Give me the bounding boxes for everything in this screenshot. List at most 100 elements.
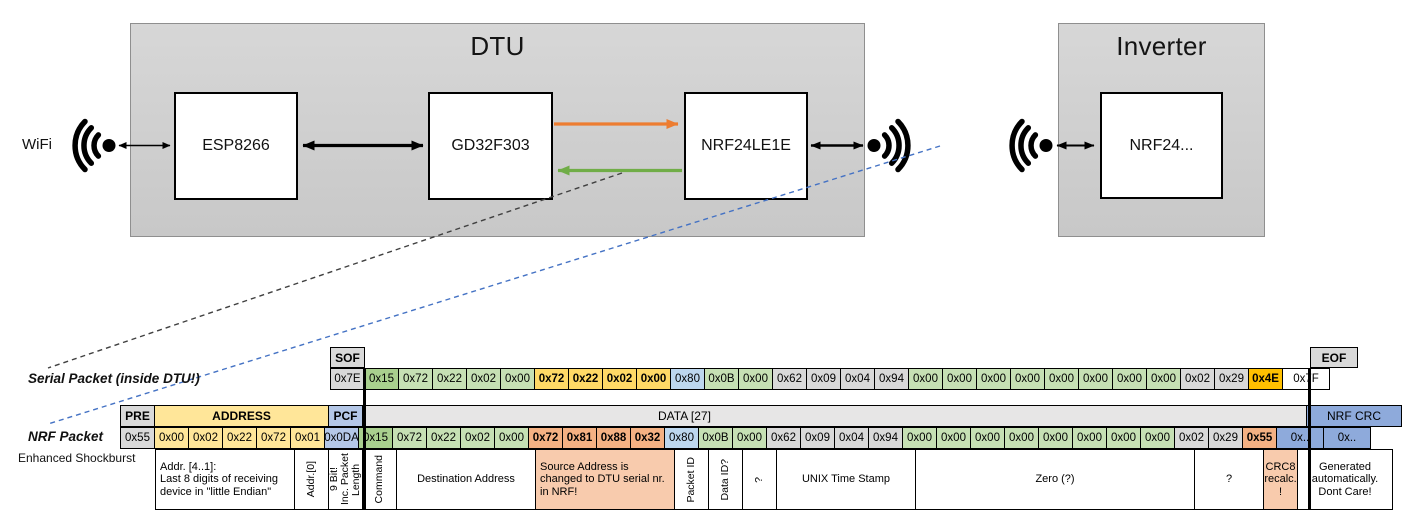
serial-byte-16: 0x94 [874,368,909,390]
wifi-icon-dtu-left [72,118,116,173]
serial-eof-header-row: EOF [1310,347,1358,368]
serial-byte-9: 0x00 [636,368,671,390]
nrf-packet-label: NRF Packet [28,429,104,444]
serial-byte-sof-value: 0x7E [330,368,365,390]
nrf-byte-18: 0x00 [732,427,767,449]
nrf-byte-6: 0x0DA [324,427,359,449]
serial-byte-8: 0x02 [602,368,637,390]
serial-byte-10: 0x80 [670,368,705,390]
nrf-annotation-row: Addr. [4..1]: Last 8 digits of receiving… [155,449,1393,510]
nrf-byte-33: 0x55 [1242,427,1277,449]
nrf-byte-10: 0x02 [460,427,495,449]
serial-byte-20: 0x00 [1010,368,1045,390]
serial-byte-22: 0x00 [1078,368,1113,390]
chip-nrf24-inverter: NRF24... [1100,92,1223,199]
nrf-byte-17: 0x0B [698,427,733,449]
nrf-byte-19: 0x62 [766,427,801,449]
nrf-byte-21: 0x04 [834,427,869,449]
nrf-byte-28: 0x00 [1072,427,1107,449]
serial-eof-header: EOF [1310,347,1358,368]
serial-byte-26: 0x29 [1214,368,1249,390]
nrf-byte-13: 0x81 [562,427,597,449]
nrf-annotation-source-address-note: Source Address is changed to DTU serial … [535,449,675,510]
nrf-annotation-unknown-byte-note: ? [742,449,777,510]
nrf-header-pre-header: PRE [120,405,155,427]
nrf-byte-16: 0x80 [664,427,699,449]
dtu-title: DTU [470,31,525,61]
nrf-byte-5: 0x01 [290,427,325,449]
nrf-byte-3: 0x22 [222,427,257,449]
vertical-text: Addr.[0] [304,461,317,498]
serial-byte-2: 0x72 [398,368,433,390]
nrf-byte-9: 0x22 [426,427,461,449]
serial-byte-12: 0x00 [738,368,773,390]
serial-sof-header-row: SOF [330,347,365,368]
nrf-byte-0: 0x55 [120,427,155,449]
serial-byte-27: 0x4E [1248,368,1283,390]
chip-esp8266-label: ESP8266 [202,137,270,154]
nrf-byte-4: 0x72 [256,427,291,449]
nrf-byte-14: 0x88 [596,427,631,449]
serial-byte-eof-value: 0x7F [1282,368,1330,390]
nrf-annotation-nrf-crc-note: Generated automatically. Dont Care! [1297,449,1393,510]
nrf-byte-25: 0x00 [970,427,1005,449]
serial-byte-24: 0x00 [1146,368,1181,390]
nrf-byte-34: 0x.. [1276,427,1324,449]
nrf-byte-24: 0x00 [936,427,971,449]
nrf-byte-30: 0x00 [1140,427,1175,449]
wifi-label: WiFi [22,136,52,153]
nrf-annotation-zero-note: Zero (?) [915,449,1195,510]
chip-gd32f303: GD32F303 [428,92,553,200]
nrf-annotation-packet-id-note: Packet ID [674,449,709,510]
chip-gd32f303-label: GD32F303 [451,137,530,154]
chip-nrf24le1e-label: NRF24LE1E [701,137,791,154]
nrf-byte-7: 0x15 [358,427,393,449]
serial-byte-19: 0x00 [976,368,1011,390]
nrf-annotation-destination-address-note: Destination Address [396,449,536,510]
nrf-byte-20: 0x09 [800,427,835,449]
serial-byte-13: 0x62 [772,368,807,390]
vertical-text: ? [752,476,765,483]
serial-byte-6: 0x72 [534,368,569,390]
nrf-annotation-command-note: Command [362,449,397,510]
chip-nrf24-inverter-label: NRF24... [1129,136,1194,154]
nrf-annotation-packet-length-note: 9 Bit! Inc. Packet Length [328,449,363,510]
nrf-byte-11: 0x00 [494,427,529,449]
nrf-byte-22: 0x94 [868,427,903,449]
vertical-text: 9 Bit! Inc. Packet Length [328,453,363,506]
vertical-text: Data ID? [718,458,731,501]
vertical-text: Packet ID [684,456,697,503]
nrf-header-nrf-crc-header: NRF CRC [1306,405,1402,427]
chip-esp8266: ESP8266 [174,92,298,200]
serial-byte-21: 0x00 [1044,368,1079,390]
serial-byte-25: 0x02 [1180,368,1215,390]
serial-byte-4: 0x02 [466,368,501,390]
serial-byte-15: 0x04 [840,368,875,390]
enhanced-shockburst-label: Enhanced Shockburst [18,451,136,465]
nrf-byte-32: 0x29 [1208,427,1243,449]
nrf-byte-12: 0x72 [528,427,563,449]
nrf-annotation-unknown-bytes-note: ? [1194,449,1264,510]
nrf-byte-26: 0x00 [1004,427,1039,449]
serial-sof-header: SOF [330,347,365,368]
data-start-divider [363,368,366,510]
serial-byte-17: 0x00 [908,368,943,390]
wifi-icon-inverter [1009,118,1053,173]
nrf-annotation-addr-4-1-note: Addr. [4..1]: Last 8 digits of receiving… [155,449,295,510]
data-end-divider [1308,368,1311,510]
nrf-byte-23: 0x00 [902,427,937,449]
wifi-icon-dtu-right [867,118,911,173]
serial-byte-14: 0x09 [806,368,841,390]
nrf-byte-31: 0x02 [1174,427,1209,449]
nrf-header-pcf-header: PCF [328,405,363,427]
serial-byte-1: 0x15 [364,368,399,390]
nrf-annotation-data-id-note: Data ID? [708,449,743,510]
serial-byte-3: 0x22 [432,368,467,390]
chip-nrf24le1e: NRF24LE1E [684,92,808,200]
nrf-byte-27: 0x00 [1038,427,1073,449]
nrf-byte-8: 0x72 [392,427,427,449]
